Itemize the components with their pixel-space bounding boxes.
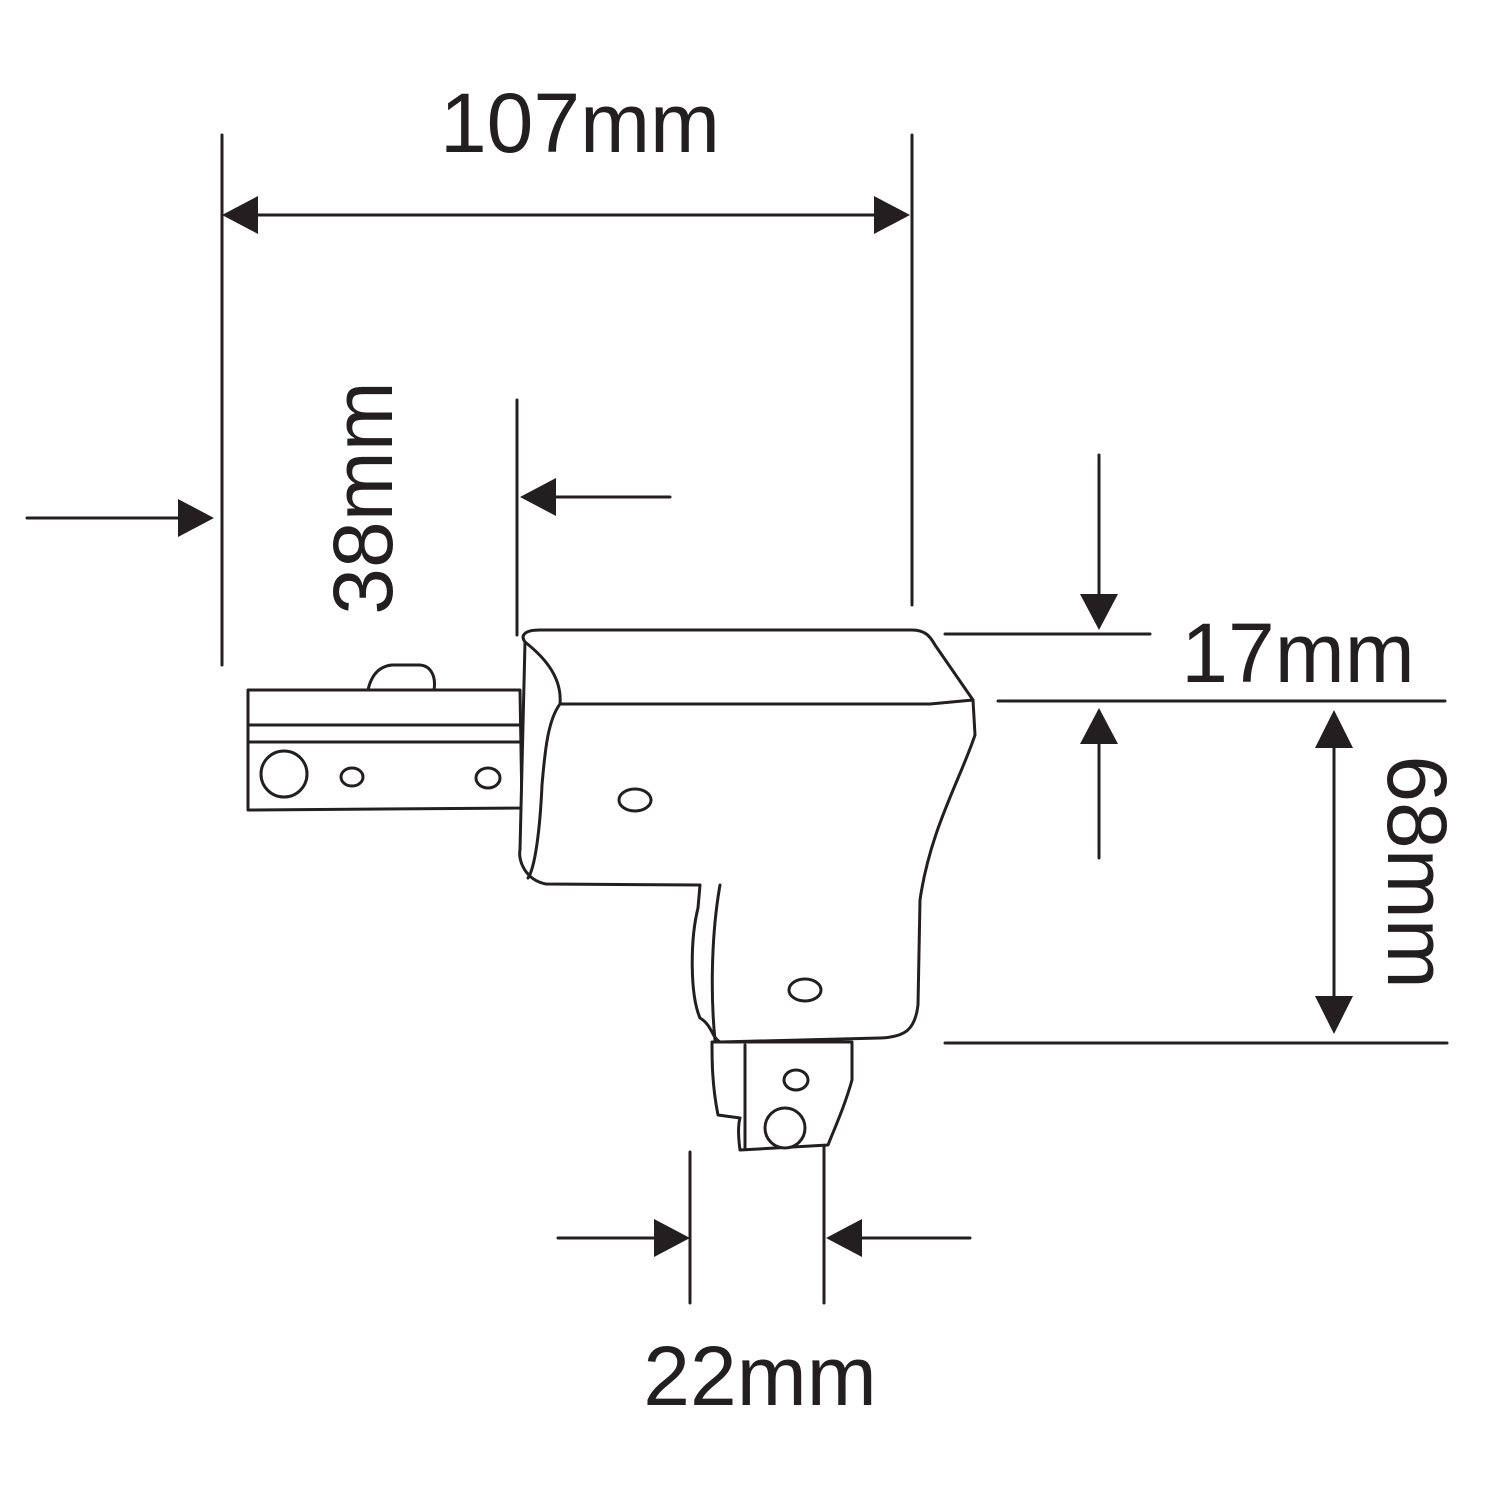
label-thickness: 17mm: [1181, 606, 1414, 700]
label-overall-width: 107mm: [440, 76, 720, 170]
dimension-track-width: 22mm: [556, 1143, 972, 1423]
screw-hole: [339, 766, 365, 788]
arrowhead-left: [222, 196, 258, 234]
dimension-depth: 68mm: [943, 710, 1464, 1045]
contact-pin: [259, 749, 309, 799]
arrowhead-left: [826, 1219, 862, 1257]
arrowhead-down: [1315, 996, 1353, 1034]
arrowhead-up: [1080, 708, 1118, 744]
arrowhead-left: [520, 478, 556, 516]
arrowhead-right: [874, 196, 910, 234]
arrowhead-right: [654, 1219, 690, 1257]
label-track-width: 22mm: [643, 1329, 876, 1423]
dimension-arm-length: 38mm: [25, 381, 672, 637]
screw-hole: [782, 1068, 810, 1092]
left-arm: [246, 663, 524, 812]
screw-hole: [787, 977, 823, 1003]
arrowhead-up: [1315, 710, 1353, 748]
arrowhead-right: [178, 499, 214, 537]
dimension-thickness: 17mm: [943, 453, 1447, 860]
label-arm-length: 38mm: [316, 381, 410, 614]
label-depth: 68mm: [1370, 755, 1464, 988]
screw-hole: [617, 787, 653, 813]
housing: [518, 628, 977, 1044]
bottom-arm: [710, 1040, 854, 1152]
contact-pin: [763, 1106, 807, 1150]
arrowhead-down: [1080, 594, 1118, 630]
screw-hole: [474, 766, 502, 790]
latch-tab: [366, 663, 436, 692]
l-connector-body: [246, 628, 977, 1152]
dimension-overall-width: 107mm: [220, 76, 914, 667]
